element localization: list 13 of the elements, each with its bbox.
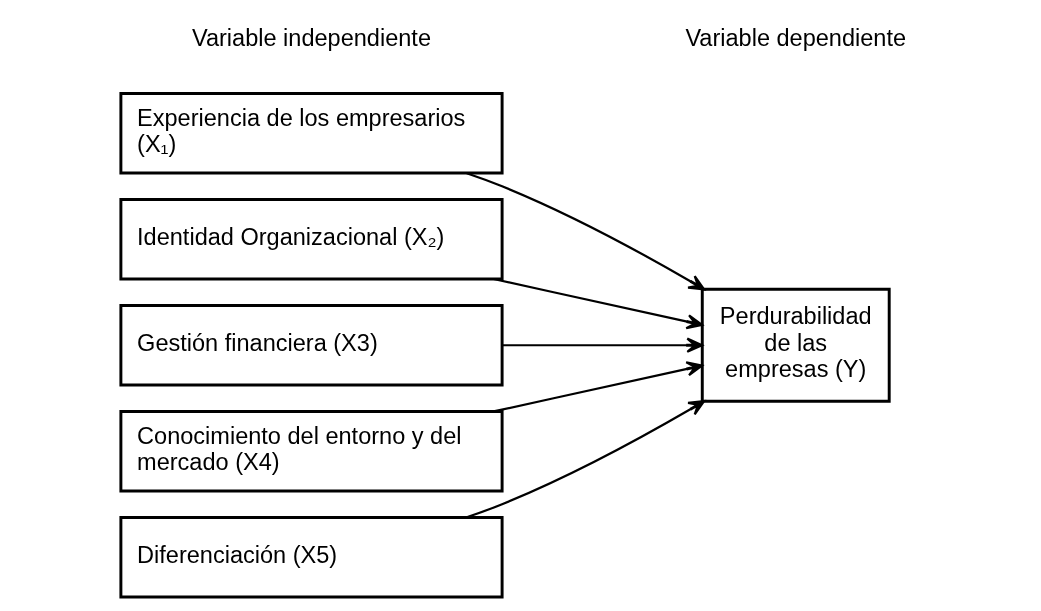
label: Variable dependiente	[685, 25, 907, 52]
node-box: Conocimiento del entorno y del mercado (X4)	[119, 410, 504, 493]
arrow	[466, 400, 706, 519]
node-box: Diferenciación (X5)	[119, 516, 504, 599]
node-box: Identidad Organizacional (X₂)	[119, 198, 504, 281]
arrow	[502, 337, 704, 353]
node-box: Perdurabilidad de las empresas (Y)	[700, 287, 891, 403]
node-box: Experiencia de los empresarios (X₁)	[119, 92, 504, 175]
label: Variable independiente	[191, 25, 431, 52]
arrow	[493, 277, 704, 330]
arrow	[466, 172, 706, 291]
arrow	[493, 361, 704, 413]
node-box: Gestión financiera (X3)	[119, 304, 504, 387]
